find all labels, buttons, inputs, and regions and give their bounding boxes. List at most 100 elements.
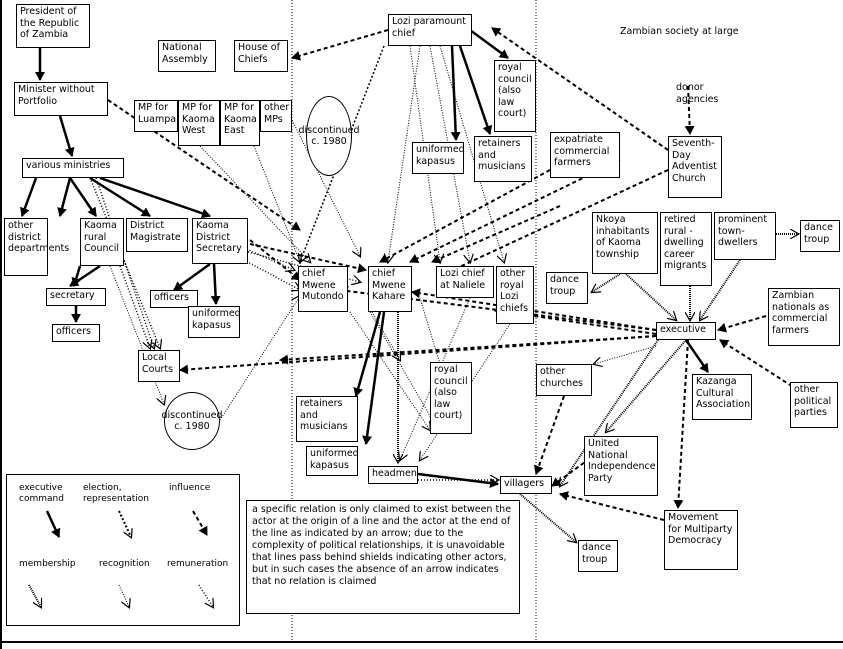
- node-nkoya-inhabitants: Nkoya inhabitants of Kaoma township: [592, 212, 658, 274]
- node-dance-troup-mid: dance troup: [546, 272, 588, 304]
- relation-arrow: [253, 145, 300, 262]
- node-unip: United National Independence Party: [584, 436, 658, 496]
- relation-arrow: [89, 177, 160, 348]
- relation-arrow: [69, 264, 101, 288]
- node-villagers: villagers: [500, 476, 552, 494]
- relation-arrow: [119, 265, 150, 348]
- legend-recognition: recognition: [99, 559, 150, 569]
- legend-election-representation: election, representation: [83, 483, 150, 504]
- node-kaoma-district-secretary: Kaoma District Secretary: [192, 218, 248, 264]
- node-other-mps: other MPs: [260, 100, 292, 132]
- relation-arrow: [57, 177, 72, 217]
- node-uniformed-kapasus-left: uniformed kapasus: [188, 306, 241, 338]
- node-sda-church: Seventh-Day Adventist Church: [668, 136, 722, 198]
- node-secretary: secretary: [46, 288, 106, 306]
- relation-arrow: [684, 85, 695, 135]
- explanatory-note: a specific relation is only claimed to e…: [246, 500, 520, 614]
- legend-remuneration: remuneration: [167, 559, 229, 569]
- relation-arrow: [606, 339, 687, 432]
- node-other-political-parties: other political parties: [790, 382, 838, 428]
- relation-arrow: [411, 288, 657, 331]
- node-other-district-departments: other district departments: [4, 218, 69, 276]
- node-other-royal-lozi-chiefs: other royal Lozi chiefs: [496, 266, 534, 324]
- relation-arrow: [594, 345, 657, 364]
- relation-arrow: [173, 262, 211, 292]
- node-minister-without-portfolio: Minister without Portfolio: [14, 82, 108, 116]
- relation-arrow: [592, 273, 621, 292]
- relation-arrow: [469, 28, 509, 60]
- node-other-churches: other churches: [536, 364, 592, 396]
- node-retired-rural-migrants: retired rural -dwelling career migrants: [660, 212, 712, 286]
- node-various-ministries: various ministries: [22, 158, 124, 178]
- relation-arrow: [559, 491, 665, 521]
- legend-symbols: [28, 510, 241, 627]
- relation-arrow: [625, 273, 676, 320]
- node-chief-mwene-mutondo: chief Mwene Mutondo: [298, 266, 348, 312]
- relation-arrow: [300, 45, 385, 262]
- relation-arrow: [439, 45, 504, 262]
- relation-arrow: [717, 315, 767, 333]
- relation-arrow: [431, 205, 561, 264]
- node-discontinued-top: discontinued c. 1980: [299, 96, 359, 176]
- node-headmen: headmen: [368, 466, 418, 484]
- node-local-courts: Local Courts: [138, 350, 180, 382]
- node-retainers-bottom: retainers and musicians: [296, 396, 358, 442]
- relation-arrow: [379, 169, 551, 263]
- node-royal-council-bottom: royal council (also law court): [430, 362, 472, 434]
- node-expatriate-farmers: expatriate commercial farmers: [550, 132, 620, 178]
- legend-executive-command: executive command: [19, 483, 64, 504]
- relation-arrow: [673, 339, 689, 509]
- node-royal-council-top: royal council (also law court): [494, 60, 536, 132]
- node-zambian-nationals-farmers: Zambian nationals as commercial farmers: [768, 288, 840, 346]
- relation-arrow: [420, 323, 511, 460]
- relation-arrow: [289, 115, 360, 256]
- node-donor-agencies: donor agencies: [676, 82, 719, 105]
- node-uniformed-kapasus-top: uniformed kapasus: [412, 142, 465, 174]
- relation-arrow: [219, 296, 300, 421]
- relation-arrow: [519, 493, 576, 542]
- node-dance-troup-bottom: dance troup: [578, 540, 618, 572]
- relation-arrow: [719, 339, 799, 391]
- relation-arrow: [58, 115, 75, 157]
- node-officers-left: officers: [52, 324, 100, 342]
- relation-arrow: [684, 339, 710, 373]
- node-lozi-chief-naliele: Lozi chief at Naliele: [436, 266, 494, 298]
- relation-arrow: [369, 311, 438, 430]
- node-lozi-paramount-chief: Lozi paramount chief: [388, 14, 472, 46]
- relation-arrow: [99, 176, 211, 219]
- node-kaoma-rural-council: Kaoma rural Council: [80, 218, 124, 266]
- relation-arrow: [450, 45, 461, 141]
- node-mp-kaoma-east: MP for Kaoma East: [220, 100, 260, 146]
- node-officers-mid: officers: [150, 290, 198, 308]
- relation-arrow: [362, 311, 386, 445]
- relation-arrow: [429, 45, 470, 262]
- relation-arrow: [560, 339, 659, 486]
- relation-arrow: [371, 311, 400, 360]
- relation-arrow: [458, 45, 493, 135]
- node-national-assembly: National Assembly: [158, 40, 216, 72]
- node-chief-mwene-kahare: chief Mwene Kahare: [368, 266, 412, 312]
- node-president: President of the Republic of Zambia: [16, 4, 90, 48]
- relation-arrow: [179, 335, 657, 375]
- node-house-of-chiefs: House of Chiefs: [234, 40, 288, 72]
- node-prominent-town-dwellers: prominent town- dwellers: [714, 212, 776, 260]
- legend-membership: membership: [19, 559, 76, 569]
- node-district-magistrate: District Magistrate: [126, 218, 188, 252]
- relation-arrow: [417, 472, 499, 488]
- node-mmd: Movement for Multiparty Democracy: [664, 510, 738, 570]
- relation-arrow: [210, 263, 221, 305]
- node-uniformed-kapasus-bottom: uniformed kapasus: [306, 446, 359, 476]
- relation-arrow: [243, 247, 294, 270]
- node-dance-troup-right: dance troup: [800, 220, 840, 252]
- relation-arrow: [199, 145, 310, 262]
- relation-arrow: [20, 177, 38, 217]
- node-discontinued-bottom: discontinued c. 1980: [162, 392, 222, 450]
- relation-arrow: [419, 297, 460, 430]
- node-zambian-society: Zambian society at large: [620, 26, 739, 37]
- node-kazanga-association: Kazanga Cultural Association: [692, 374, 752, 420]
- node-mp-kaoma-west: MP for Kaoma West: [178, 100, 220, 146]
- legend: executive command election, representati…: [6, 474, 240, 626]
- relation-arrow: [89, 176, 151, 218]
- node-mp-luampa: MP for Luampa: [134, 100, 178, 132]
